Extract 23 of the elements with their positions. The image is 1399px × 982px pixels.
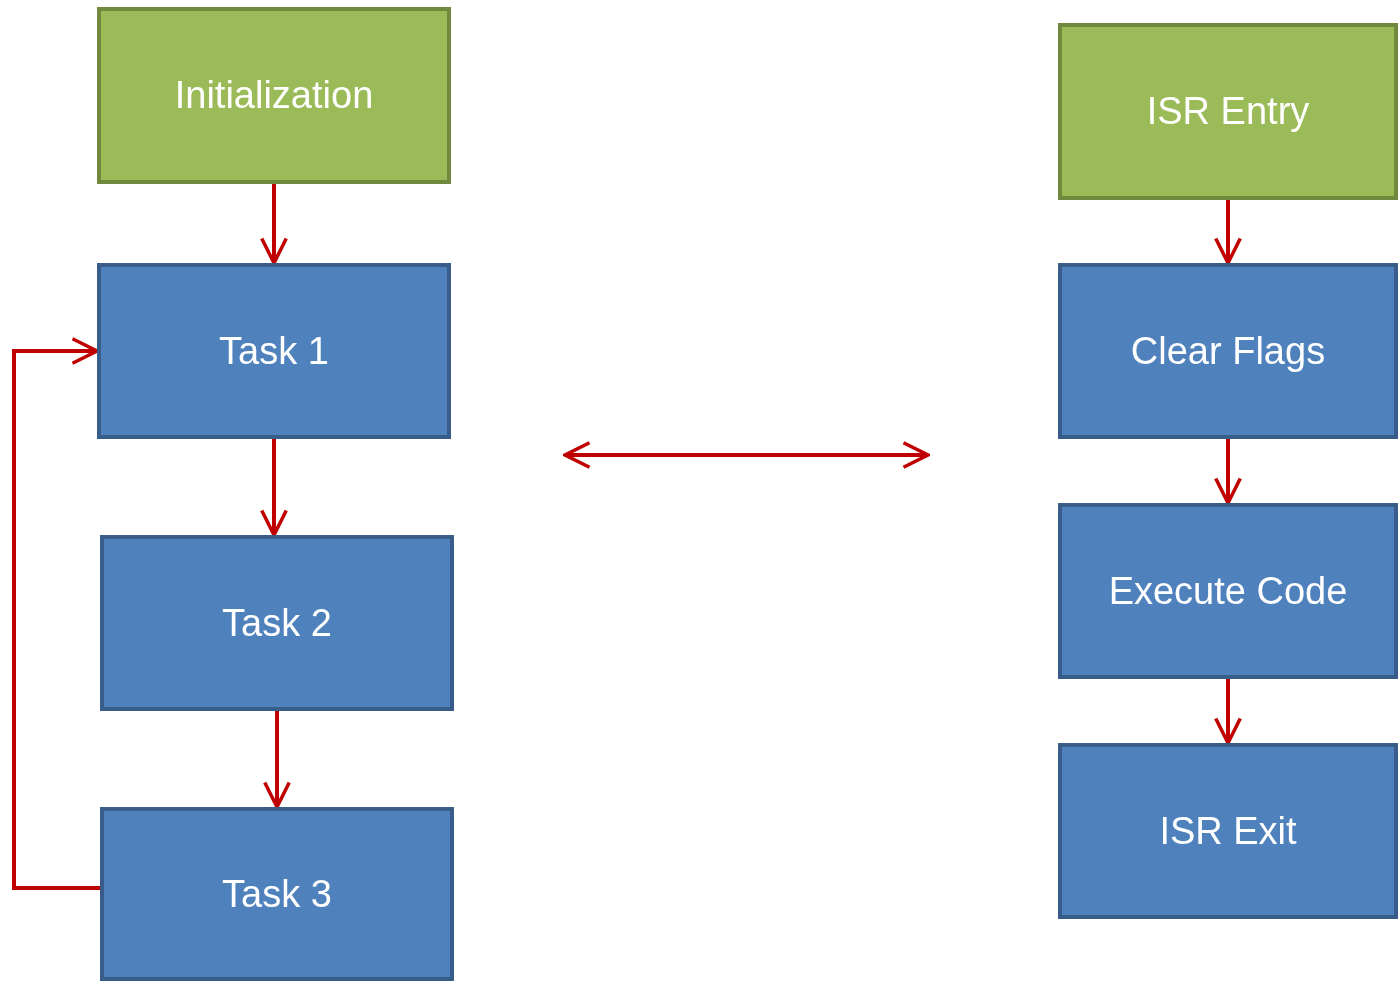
box-label: ISR Exit <box>1159 809 1297 853</box>
process-box <box>1058 503 1398 679</box>
box-label: ISR Entry <box>1146 90 1310 133</box>
terminal-box <box>97 7 451 184</box>
arrow <box>260 439 288 537</box>
box-label: Execute Code <box>1108 569 1348 613</box>
arrow <box>12 337 100 890</box>
process-box <box>100 807 454 981</box>
box-label: Task 1 <box>219 329 329 373</box>
arrow <box>1214 200 1242 265</box>
arrow <box>260 184 288 265</box>
process-box <box>97 263 451 439</box>
arrow <box>263 711 291 809</box>
terminal-box <box>1058 23 1398 200</box>
box-label: Task 3 <box>222 872 332 916</box>
arrow <box>1214 679 1242 745</box>
arrow <box>1214 439 1242 505</box>
process-box <box>1058 743 1398 919</box>
process-box <box>100 535 454 711</box>
box-label: Initialization <box>174 74 374 117</box>
process-box <box>1058 263 1398 439</box>
box-label: Task 2 <box>222 601 332 645</box>
box-label: Clear Flags <box>1130 329 1326 373</box>
